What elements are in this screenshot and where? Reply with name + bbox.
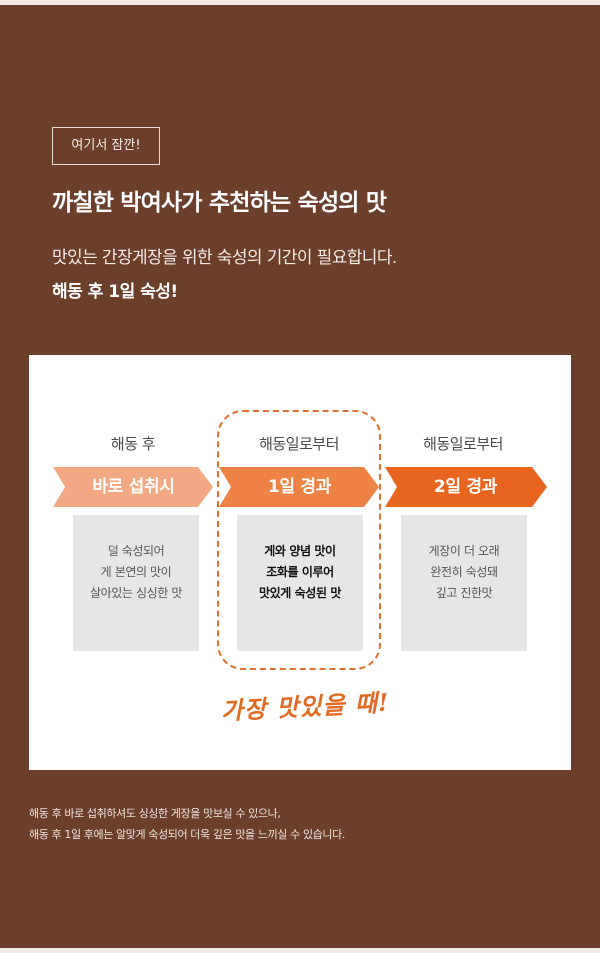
step-3-desc-line: 완전히 숙성돼 [430,565,498,579]
step-2-label: 해동일로부터 [259,435,339,453]
subline-bold: 해동 후 1일 숙성! [52,282,178,302]
step-1-desc-line: 게 본연의 맛이 [100,565,172,579]
notice-tag: 여기서 잠깐! [52,127,160,165]
step-1-arrow-label: 바로 섭취시 [92,477,175,497]
step-1-arrow-shape [53,467,213,507]
step-1-desc-line: 덜 숙성되어 [107,544,165,558]
step-1-arrow: 바로 섭취시 [53,467,213,507]
footnote-line: 해동 후 1일 후에는 알맞게 숙성되어 더욱 깊은 맛을 느끼실 수 있습니다… [29,828,345,841]
ripening-card: 해동 후 바로 섭취시 덜 숙성되어 게 본연의 맛이 살아있는 싱싱한 맛 해… [29,355,571,770]
step-1-desc-line: 살아있는 싱싱한 맛 [90,586,182,600]
step-2-arrow-label: 1일 경과 [267,477,332,497]
step-3-arrow-label: 2일 경과 [433,477,498,497]
step-3-desc-line: 깊고 진한맛 [435,586,493,600]
step-3-desc-box: 게장이 더 오래 완전히 숙성돼 깊고 진한맛 [401,515,527,651]
step-2-desc-line: 게와 양념 맛이 [264,544,336,558]
step-3-label: 해동일로부터 [423,435,503,453]
step-2-arrow: 1일 경과 [219,467,379,507]
step-2-desc-box: 게와 양념 맛이 조화를 이루어 맛있게 숙성된 맛 [237,515,363,651]
footnote: 해동 후 바로 섭취하셔도 싱싱한 게장을 맛보실 수 있으나, 해동 후 1일… [29,803,569,845]
subline: 맛있는 간장게장을 위한 숙성의 기간이 필요합니다. [52,248,397,268]
highlight-dashed-frame [217,410,381,670]
step-2-desc-line: 맛있게 숙성된 맛 [258,586,342,600]
step-1-label: 해동 후 [110,435,156,453]
step-3-desc-line: 게장이 더 오래 [428,544,500,558]
footnote-line: 해동 후 바로 섭취하셔도 싱싱한 게장을 맛보실 수 있으나, [29,807,281,820]
step-3-arrow: 2일 경과 [385,467,547,507]
step-2-arrow-shape [219,467,379,507]
step-1-desc-box: 덜 숙성되어 게 본연의 맛이 살아있는 싱싱한 맛 [73,515,199,651]
headline: 까칠한 박여사가 추천하는 숙성의 맛 [52,190,387,216]
best-taste-callout: 가장 맛있을 때! [220,687,391,726]
step-3-arrow-shape [385,467,547,507]
step-2-desc-line: 조화를 이루어 [266,565,334,579]
info-section: 여기서 잠깐! 까칠한 박여사가 추천하는 숙성의 맛 맛있는 간장게장을 위한… [0,5,600,948]
